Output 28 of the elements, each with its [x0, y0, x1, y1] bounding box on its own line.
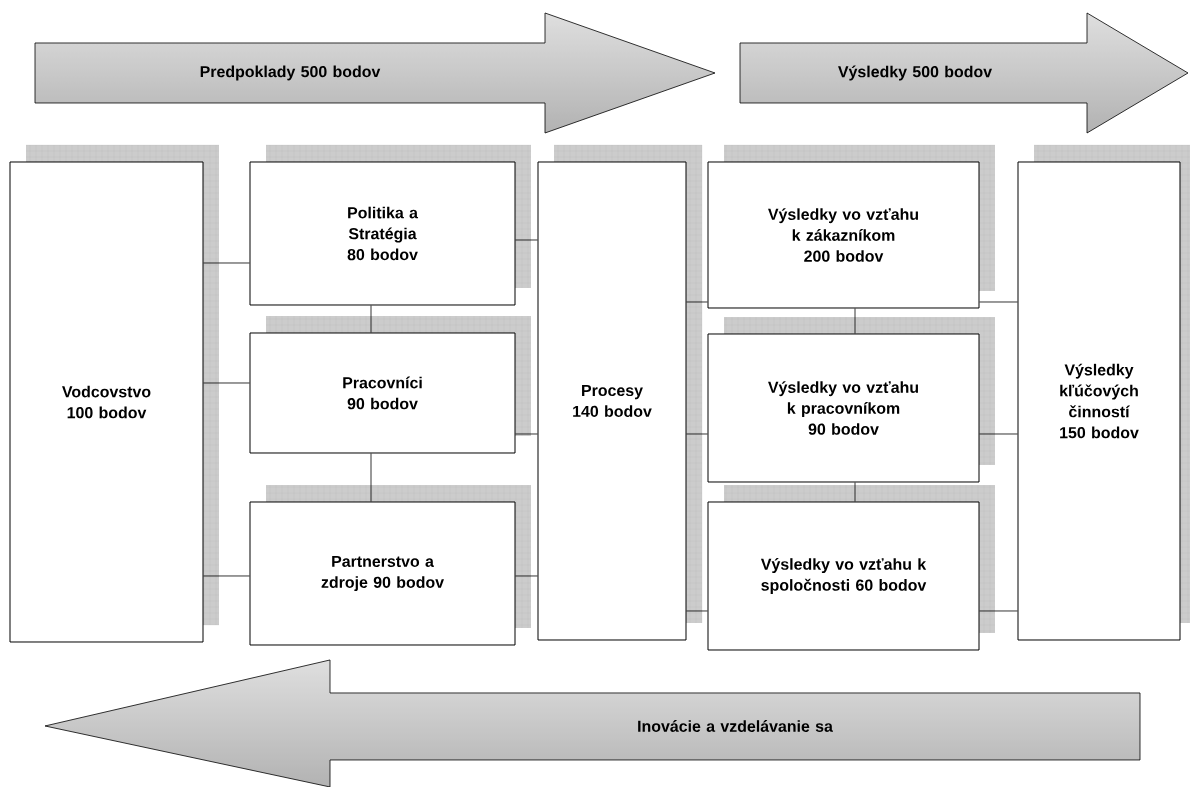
connector-line	[515, 433, 538, 435]
connector-line	[979, 433, 1018, 435]
connector-line	[686, 433, 708, 435]
criterion-box: Partnerstvo a zdroje 90 bodov	[249, 484, 532, 646]
connector-line	[854, 308, 856, 334]
criterion-box: Politika a Stratégia 80 bodov	[249, 144, 532, 306]
connector-line	[686, 301, 708, 303]
direction-banner: Predpoklady 500 bodov	[34, 12, 716, 134]
connector-line	[854, 482, 856, 502]
connector-line	[515, 239, 538, 241]
connector-line	[203, 382, 250, 384]
connector-line	[370, 305, 372, 333]
criterion-box: Vodcovstvo 100 bodov	[9, 144, 220, 643]
criterion-box: Procesy 140 bodov	[537, 144, 703, 641]
criterion-box: Výsledky vo vzťahu k pracovníkom 90 bodov	[707, 316, 996, 483]
criterion-box: Pracovníci 90 bodov	[249, 315, 532, 454]
connector-line	[370, 453, 372, 502]
criterion-box: Výsledky vo vzťahu k spoločnosti 60 bodov	[707, 484, 996, 651]
connector-line	[203, 262, 250, 264]
connector-line	[979, 301, 1018, 303]
connector-line	[203, 575, 250, 577]
direction-banner: Inovácie a vzdelávanie sa	[44, 659, 1141, 787]
connector-line	[686, 610, 708, 612]
criterion-box: Výsledky kľúčových činností 150 bodov	[1017, 144, 1190, 641]
criterion-box: Výsledky vo vzťahu k zákazníkom 200 bodov	[707, 144, 996, 309]
connector-line	[979, 610, 1018, 612]
direction-banner: Výsledky 500 bodov	[739, 12, 1189, 134]
connector-line	[515, 575, 538, 577]
